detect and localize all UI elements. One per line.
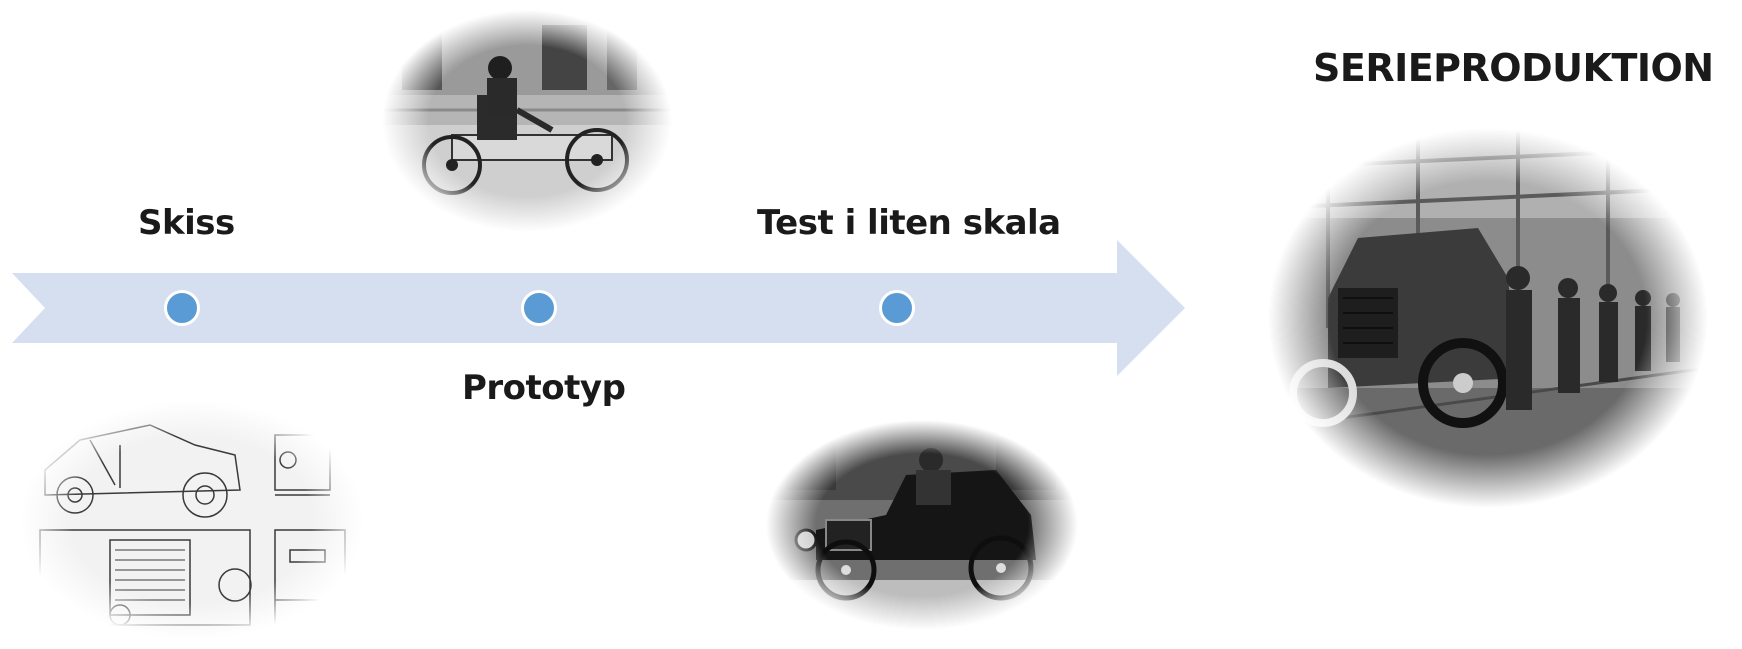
timeline-dot-test [879,290,915,326]
stage-label-skiss: Skiss [138,203,235,243]
early-prototype-car-image [382,10,672,232]
timeline-dot-skiss [164,290,200,326]
stage-label-prototyp: Prototyp [462,368,626,408]
timeline-dot-prototyp [521,290,557,326]
assembly-line-image [1268,128,1708,508]
stage-label-test: Test i liten skala [757,203,1061,243]
vintage-car-driver-image [766,420,1078,630]
final-label-serieproduktion: SERIEPRODUKTION [1313,46,1714,90]
car-blueprint-image [20,400,365,640]
